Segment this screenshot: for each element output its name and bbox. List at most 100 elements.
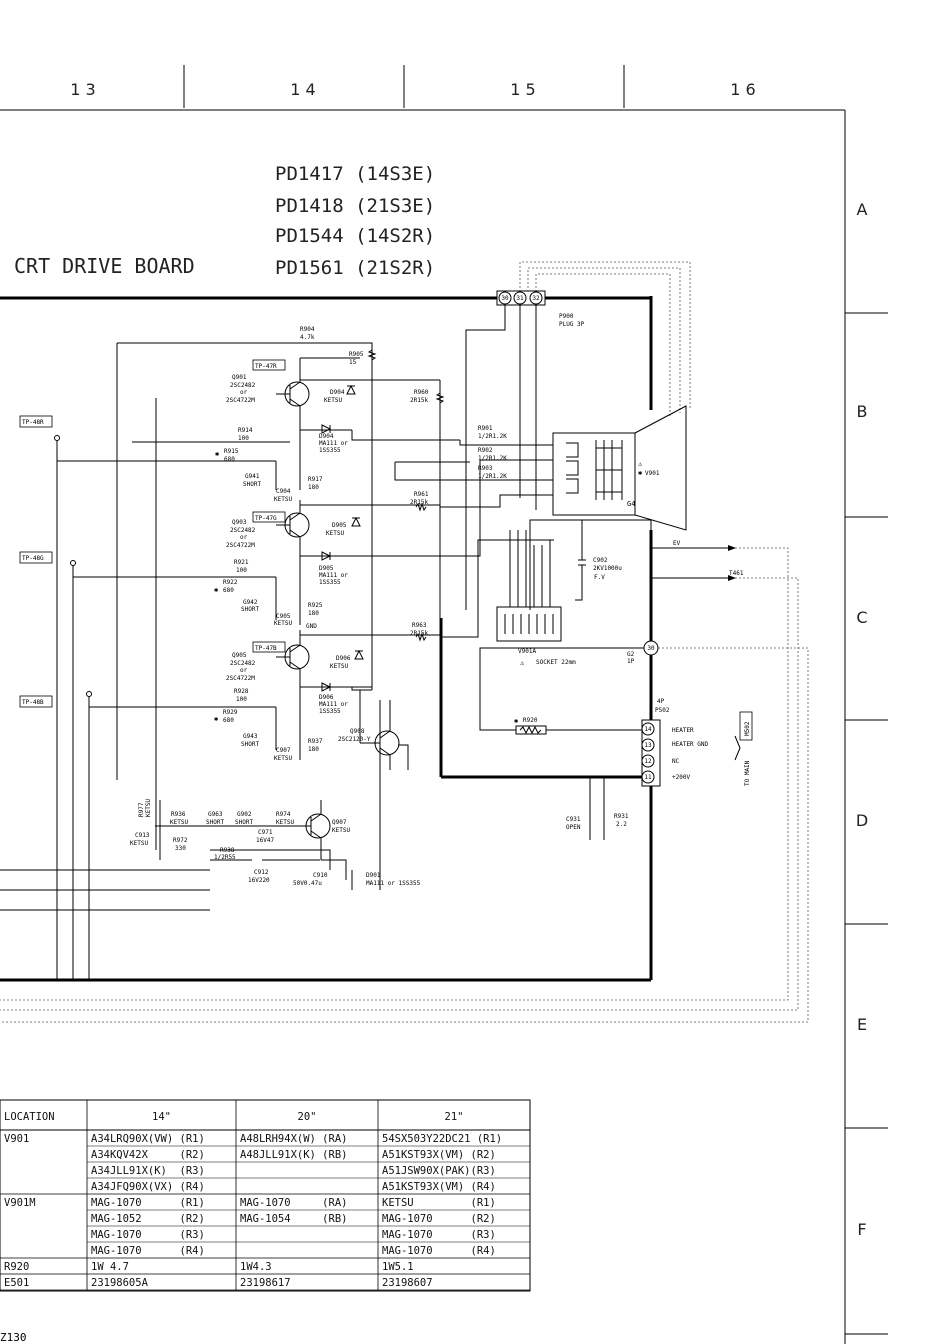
- c910-value: 50V0.47u: [293, 880, 322, 887]
- table-cell: A34LRQ90X(VW) (R1): [91, 1133, 205, 1145]
- c904-value: KETSU: [274, 496, 292, 503]
- model-line: PD1418 (21S3E): [275, 195, 435, 217]
- r920-star: ✱: [514, 717, 519, 725]
- d901-value: MA111 or 1SS355: [366, 880, 421, 887]
- c971-value: 16V47: [256, 837, 274, 844]
- r937-value: 180: [308, 746, 319, 753]
- table-header-cell: LOCATION: [4, 1111, 55, 1123]
- q901-alt: 2SC4722M: [226, 397, 255, 404]
- tp-47b-label: TP-47B: [255, 645, 277, 652]
- r914-value: 100: [238, 435, 249, 442]
- table-cell: A34JLL91X(K) (R3): [91, 1165, 205, 1177]
- d904b-alt: 1SS355: [319, 447, 341, 454]
- c907-value: KETSU: [274, 755, 292, 762]
- r938-value: 1/2R55: [214, 854, 236, 861]
- table-cell: V901M: [4, 1197, 36, 1209]
- model-line: PD1417 (14S3E): [275, 163, 435, 185]
- test-points: TP-48R TP-48G TP-48B TP-47R TP-47G TP-47…: [19, 359, 286, 708]
- table-cell: MAG-1070 (R1): [91, 1197, 205, 1209]
- gnd-label: GND: [306, 623, 317, 630]
- q903-alt: 2SC4722M: [226, 542, 255, 549]
- table-cell: 23198617: [240, 1277, 291, 1289]
- pin-num: 11: [644, 774, 652, 781]
- table-cell: 1W5.1: [382, 1261, 414, 1273]
- q908-ref: Q908: [350, 728, 365, 735]
- d906b-part: MA111 or: [319, 701, 348, 708]
- g941-value: SHORT: [243, 481, 261, 488]
- g941-ref: G941: [245, 473, 260, 480]
- tp-48b-label: TP-48B: [22, 699, 44, 706]
- d901-ref: D901: [366, 872, 381, 879]
- q905-ref: Q905: [232, 652, 247, 659]
- table-cell: MAG-1054 (RB): [240, 1213, 347, 1225]
- model-list: PD1417 (14S3E) PD1418 (21S3E) PD1544 (14…: [275, 163, 435, 279]
- d905b-part: MA111 or: [319, 572, 348, 579]
- r917-value: 180: [308, 484, 319, 491]
- sheet-frame: [0, 65, 888, 1344]
- r925-value: 180: [308, 610, 319, 617]
- r922-value: 680: [223, 587, 234, 594]
- r914-ref: R914: [238, 427, 253, 434]
- r921-value: 100: [236, 567, 247, 574]
- r921-ref: R921: [234, 559, 249, 566]
- v901a-value: SOCKET 22mm: [536, 659, 576, 666]
- dotted-harness: [0, 261, 809, 1023]
- r901-value: 1/2R1.2K: [478, 433, 507, 440]
- r972-value: 330: [175, 845, 186, 852]
- v901-star: ✱: [638, 469, 643, 477]
- p502-pins: 4P: [657, 698, 665, 705]
- table-cell: MAG-1070 (R2): [382, 1213, 496, 1225]
- g943-value: SHORT: [241, 741, 259, 748]
- r929-star: ✱: [214, 715, 219, 723]
- r905-value: 15: [349, 359, 357, 366]
- c910-ref: C910: [313, 872, 328, 879]
- r931-value: 2.2: [616, 821, 627, 828]
- c971-ref: C971: [258, 829, 273, 836]
- tp-48g-label: TP-48G: [22, 555, 44, 562]
- q903-ref: Q903: [232, 519, 247, 526]
- c931-value: OPEN: [566, 824, 581, 831]
- r915-ref: R915: [224, 448, 239, 455]
- g4-label: G4: [627, 500, 635, 508]
- c902-ref: C902: [593, 557, 608, 564]
- r902-ref: R902: [478, 447, 493, 454]
- grid-col-13: 1 3: [70, 80, 95, 99]
- pin-num: 13: [644, 742, 652, 749]
- pin-num: 14: [644, 726, 652, 733]
- g2-pin: 30: [647, 645, 655, 652]
- r963-ref: R963: [412, 622, 427, 629]
- crt-tube: ⚠ ✱ V901 G4: [552, 405, 687, 531]
- table-cell: 23198605A: [91, 1277, 149, 1289]
- g942-value: SHORT: [241, 606, 259, 613]
- q903-or: or: [240, 534, 248, 541]
- table-cell: A51KST93X(VM) (R4): [382, 1181, 496, 1193]
- model-line: PD1561 (21S2R): [275, 257, 435, 279]
- d905b-ref: D905: [319, 565, 334, 572]
- c902-fv: F.V: [594, 574, 605, 581]
- table-cell: A48LRH94X(W) (RA): [240, 1133, 347, 1145]
- d906-value: KETSU: [330, 663, 348, 670]
- component-labels-amp: R904 4.7k R905 15 R960 2R15k Q901 2SC248…: [214, 326, 429, 762]
- c907-ref: C907: [276, 747, 291, 754]
- c904-ref: C904: [276, 488, 291, 495]
- r903-ref: R903: [478, 465, 493, 472]
- v901-ref: V901: [645, 470, 660, 477]
- grid-row-e: E: [857, 1015, 867, 1034]
- d906-ref: D906: [336, 655, 351, 662]
- table-cell: R920: [4, 1261, 29, 1273]
- q901-ref: Q901: [232, 374, 247, 381]
- grid-row-c: C: [856, 608, 867, 627]
- r961-value: 2R15k: [410, 499, 428, 506]
- input-wiring: [0, 342, 373, 980]
- r922-star: ✱: [214, 586, 219, 594]
- r977-ref: R977: [138, 802, 145, 817]
- r963-value: 2R15k: [410, 630, 428, 637]
- r915-star: ✱: [215, 450, 220, 458]
- g963-value: SHORT: [206, 819, 224, 826]
- table-cell: 23198607: [382, 1277, 433, 1289]
- ev-label: EV: [673, 540, 681, 547]
- r904-ref: R904: [300, 326, 315, 333]
- board-title: CRT DRIVE BOARD: [14, 254, 195, 278]
- warning-icon: ⚠: [638, 460, 643, 468]
